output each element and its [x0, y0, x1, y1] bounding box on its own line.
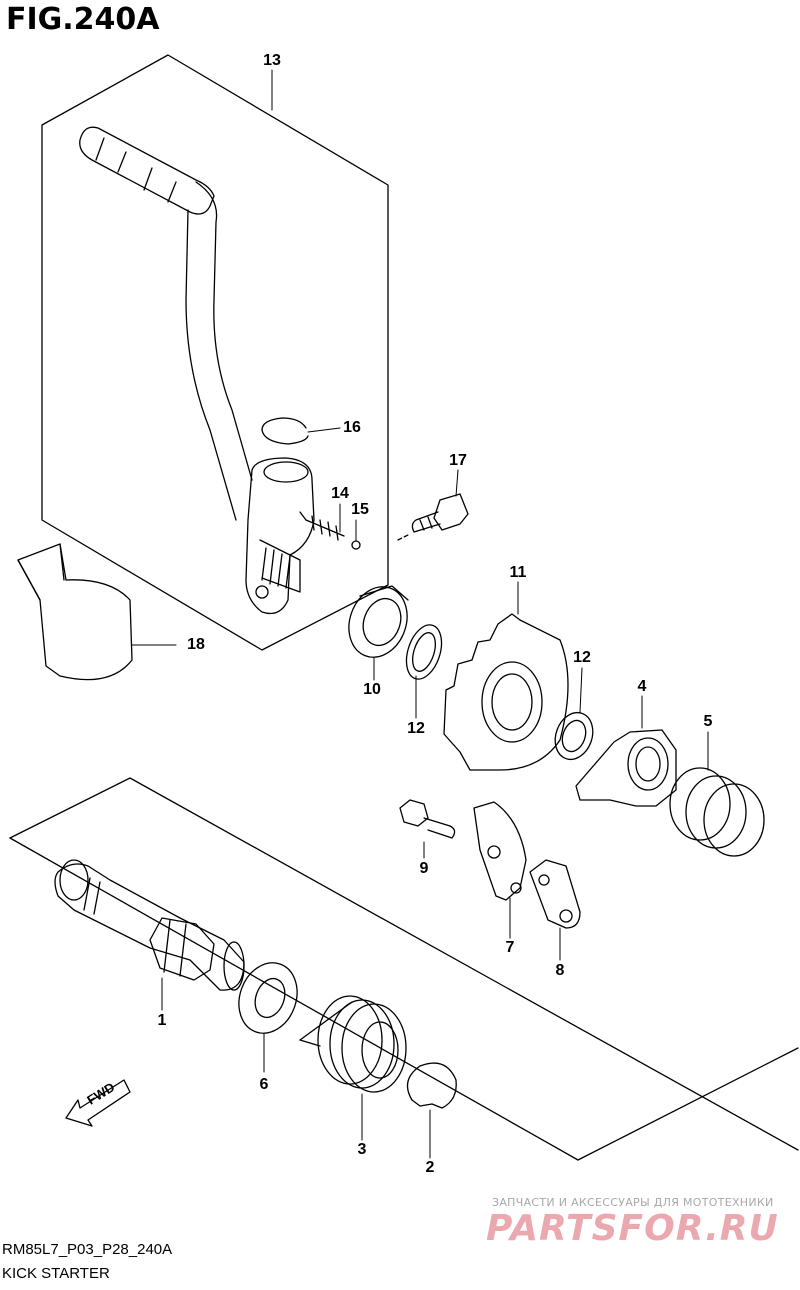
- washer-6: [238, 962, 298, 1034]
- callout-13: 13: [263, 52, 281, 69]
- spring-5: [669, 767, 765, 857]
- callout-11: 11: [509, 564, 527, 581]
- kick-shaft: [54, 859, 245, 991]
- plate-7: [473, 801, 527, 901]
- callout-2: 2: [425, 1159, 435, 1176]
- diagram-code: RM85L7_P03_P28_240A: [2, 1241, 173, 1258]
- clip-ring: [261, 417, 309, 445]
- callout-8: 8: [555, 962, 565, 979]
- guide-4: [575, 729, 677, 807]
- bolt-9: [399, 799, 456, 839]
- callout-15: 15: [351, 501, 369, 518]
- kick-gear: [443, 613, 569, 771]
- washer-12a: [405, 624, 443, 680]
- upper-group-outline: [41, 54, 389, 651]
- watermark-logo: PARTSFOR.RU: [486, 1208, 779, 1249]
- callout-14: 14: [331, 485, 349, 502]
- callout-12-right: 12: [573, 649, 591, 666]
- circlip-2: [406, 1062, 457, 1109]
- callout-9: 9: [419, 860, 429, 877]
- callout-1: 1: [157, 1012, 167, 1029]
- callout-16: 16: [343, 419, 361, 436]
- callout-18: 18: [187, 636, 205, 653]
- callout-12-left: 12: [407, 720, 425, 737]
- pin-spring: [305, 515, 345, 541]
- callout-7: 7: [505, 939, 515, 956]
- callout-4: 4: [637, 678, 647, 695]
- stopper-8: [529, 859, 581, 929]
- callout-3: 3: [357, 1141, 367, 1158]
- bolt-17: [411, 493, 469, 533]
- oil-seal: [348, 585, 409, 658]
- dust-cover: [17, 543, 133, 681]
- leader-lines: [131, 69, 709, 1159]
- lower-group-outline: [9, 777, 799, 1151]
- diagram-name: KICK STARTER: [2, 1265, 110, 1282]
- callout-5: 5: [703, 713, 713, 730]
- figure-title: FIG.240A: [6, 2, 160, 37]
- fwd-arrow: [65, 1079, 131, 1127]
- callout-6: 6: [259, 1076, 269, 1093]
- watermark-tagline: ЗАПЧАСТИ И АКСЕССУАРЫ ДЛЯ МОТОТЕХНИКИ: [492, 1196, 774, 1209]
- callout-17: 17: [449, 452, 467, 469]
- washer-12b: [554, 711, 594, 761]
- ball-15: [351, 540, 361, 550]
- callout-10: 10: [363, 681, 381, 698]
- return-spring: [299, 995, 407, 1093]
- kick-lever: [79, 126, 315, 615]
